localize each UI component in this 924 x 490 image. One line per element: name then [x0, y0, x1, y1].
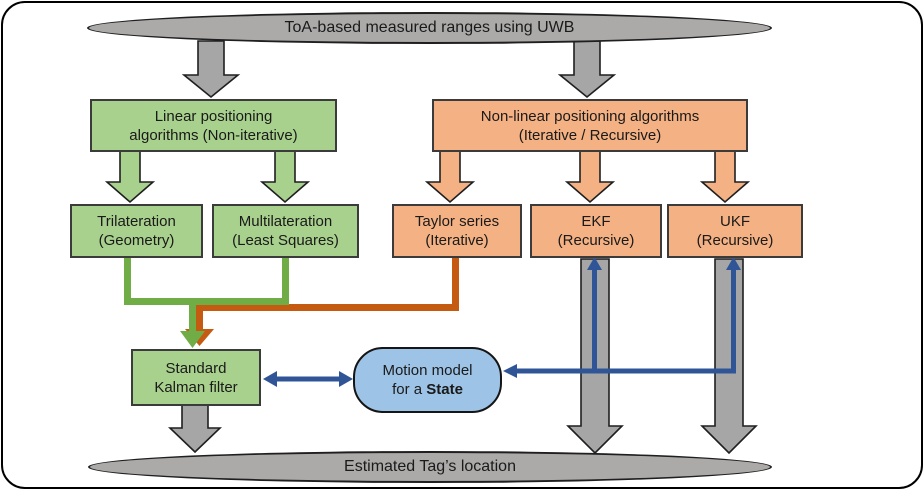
node-kalman-line1: Standard — [165, 359, 227, 377]
node-ekf: EKF (Recursive) — [530, 204, 662, 258]
node-multilateration-line2: (Least Squares) — [232, 232, 339, 249]
arrow-ukf-to-estimate — [700, 258, 758, 455]
node-ukf-line1: UKF — [720, 213, 750, 230]
arrow-nonlinear-to-ukf — [699, 150, 751, 204]
connector-taylor-to-kalman — [196, 258, 459, 331]
node-toa-ranges-label: ToA-based measured ranges using UWB — [284, 19, 575, 36]
arrowhead-into-kalman — [263, 371, 277, 387]
arrow-toa-to-linear — [181, 40, 241, 99]
node-trilateration-line2: (Geometry) — [98, 232, 175, 249]
node-taylor-series: Taylor series (Iterative) — [392, 204, 522, 258]
arrow-nonlinear-to-taylor — [424, 150, 476, 204]
node-nonlinear-algorithms: Non-linear positioning algorithms (Itera… — [432, 99, 748, 152]
node-multilateration: Multilateration (Least Squares) — [212, 204, 359, 258]
node-motion-line2-prefix: for a — [392, 381, 427, 398]
node-linear-line1: Linear positioning — [154, 107, 273, 125]
node-linear-algorithms: Linear positioning algorithms (Non-itera… — [90, 99, 337, 152]
node-ukf-line2: (Recursive) — [696, 232, 774, 249]
node-trilateration: Trilateration (Geometry) — [70, 204, 203, 258]
arrow-toa-to-nonlinear — [557, 40, 617, 99]
node-ekf-line1: EKF — [581, 213, 611, 230]
node-nonlinear-line2: (Iterative / Recursive) — [518, 126, 662, 144]
node-kalman-line2: Kalman filter — [154, 378, 238, 396]
node-linear-line2: algorithms (Non-iterative) — [129, 126, 298, 144]
node-motion-line2: for a State — [392, 380, 463, 399]
node-taylor-line2: (Iterative) — [425, 232, 489, 249]
node-multilateration-line1: Multilateration — [238, 213, 333, 230]
node-ekf-line2: (Recursive) — [557, 232, 635, 249]
node-toa-ranges: ToA-based measured ranges using UWB — [87, 12, 772, 44]
node-ukf: UKF (Recursive) — [667, 204, 803, 258]
arrowhead-merge-to-kalman — [180, 331, 205, 348]
arrowhead-into-ekf — [587, 257, 602, 270]
arrowhead-into-ukf — [726, 257, 741, 270]
arrow-kalman-to-estimate — [168, 404, 222, 454]
connector-trilateration-multilateration — [124, 258, 289, 305]
node-standard-kalman-filter: Standard Kalman filter — [131, 349, 261, 406]
arrow-linear-to-trilateration — [104, 150, 156, 204]
node-motion-model: Motion model for a State — [353, 347, 502, 413]
arrowhead-into-motion — [339, 371, 353, 387]
arrowhead-motion-left — [503, 364, 517, 378]
node-motion-line1: Motion model — [382, 362, 473, 379]
arrow-linear-to-multilateration — [259, 150, 311, 204]
node-motion-line2-state: State — [426, 381, 463, 398]
node-estimated-location: Estimated Tag’s location — [88, 451, 772, 483]
node-trilateration-line1: Trilateration — [97, 213, 176, 230]
node-estimated-location-label: Estimated Tag’s location — [344, 458, 516, 475]
arrow-nonlinear-to-ekf — [564, 150, 616, 204]
node-nonlinear-line1: Non-linear positioning algorithms — [480, 107, 700, 125]
connector-motion-ukf — [515, 269, 736, 374]
node-taylor-line1: Taylor series — [414, 213, 500, 230]
